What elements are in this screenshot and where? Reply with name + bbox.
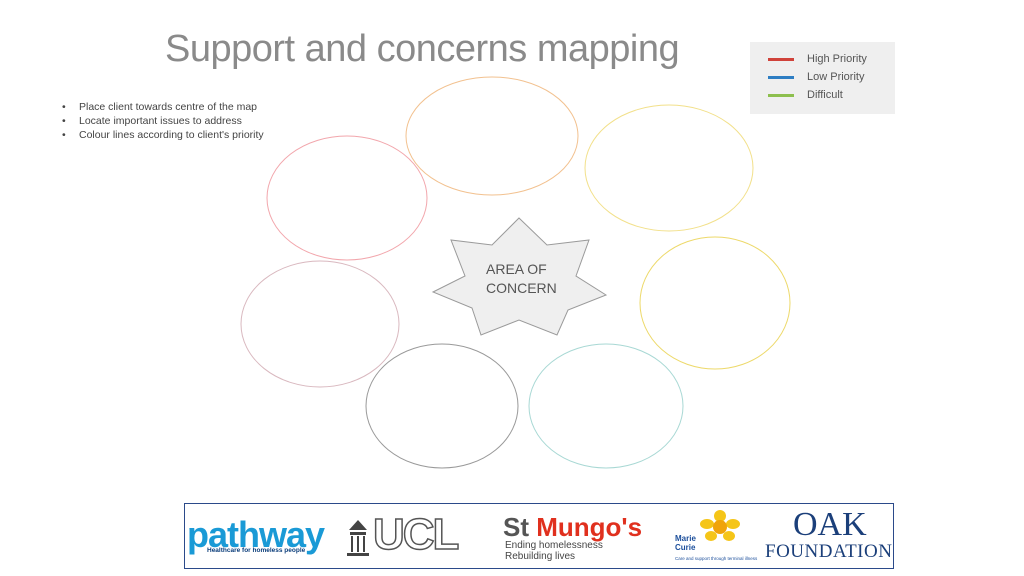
st-mungos-part1: St [503, 512, 537, 542]
legend-item-low-priority: Low Priority [768, 68, 864, 86]
green-line-swatch [768, 93, 794, 97]
marie-curie-line1: Marie [675, 534, 696, 543]
ucl-portico-icon [347, 520, 369, 556]
legend-label: Low Priority [807, 71, 865, 83]
st-mungos-tagline-2: Rebuilding lives [505, 551, 576, 562]
concern-circle-bottom-right[interactable] [528, 343, 684, 469]
blue-line-swatch [768, 75, 794, 79]
marie-curie-tagline: Care and support through terminal illnes… [675, 556, 758, 561]
daffodil-icon [700, 510, 740, 541]
marie-curie-line2: Curie [675, 543, 696, 552]
priority-legend: High Priority Low Priority Difficult [750, 42, 895, 114]
st-mungos-tagline: Ending homelessness Rebuilding lives [505, 540, 603, 562]
legend-item-difficult: Difficult [768, 86, 843, 104]
concern-circle-right[interactable] [639, 236, 791, 370]
legend-item-high-priority: High Priority [768, 50, 867, 68]
area-of-concern-label: AREA OF CONCERN [486, 260, 557, 298]
star-label-line1: AREA OF [486, 261, 547, 277]
instructions-list: Place client towards centre of the map L… [62, 100, 264, 142]
concern-circle-top[interactable] [405, 76, 579, 196]
marie-curie-logo: Marie Curie [675, 534, 696, 552]
concern-circle-left[interactable] [240, 260, 400, 388]
instruction-item: Place client towards centre of the map [62, 100, 264, 114]
instruction-item: Colour lines according to client's prior… [62, 128, 264, 142]
area-of-concern-star [431, 217, 608, 336]
concern-circle-top-right[interactable] [584, 104, 754, 232]
legend-label: Difficult [807, 89, 843, 101]
st-mungos-part2: Mungo's [536, 512, 643, 542]
partner-logos-strip: pathway Healthcare for homeless people U… [184, 503, 894, 569]
oak-foundation-subtitle: FOUNDATION [765, 541, 893, 562]
st-mungos-logo: St Mungo's [503, 512, 642, 543]
instruction-item: Locate important issues to address [62, 114, 264, 128]
pathway-tagline: Healthcare for homeless people [207, 547, 306, 554]
slide-title: Support and concerns mapping [165, 28, 680, 70]
legend-label: High Priority [807, 53, 867, 65]
st-mungos-tagline-1: Ending homelessness [505, 540, 603, 551]
concern-circle-top-left[interactable] [266, 135, 428, 261]
red-line-swatch [768, 57, 794, 61]
concern-circle-bottom-left[interactable] [365, 343, 519, 469]
ucl-logo: UCL [372, 509, 460, 560]
star-label-line2: CONCERN [486, 280, 557, 296]
oak-foundation-logo: OAK [793, 506, 867, 543]
pathway-logo: pathway [187, 514, 325, 555]
